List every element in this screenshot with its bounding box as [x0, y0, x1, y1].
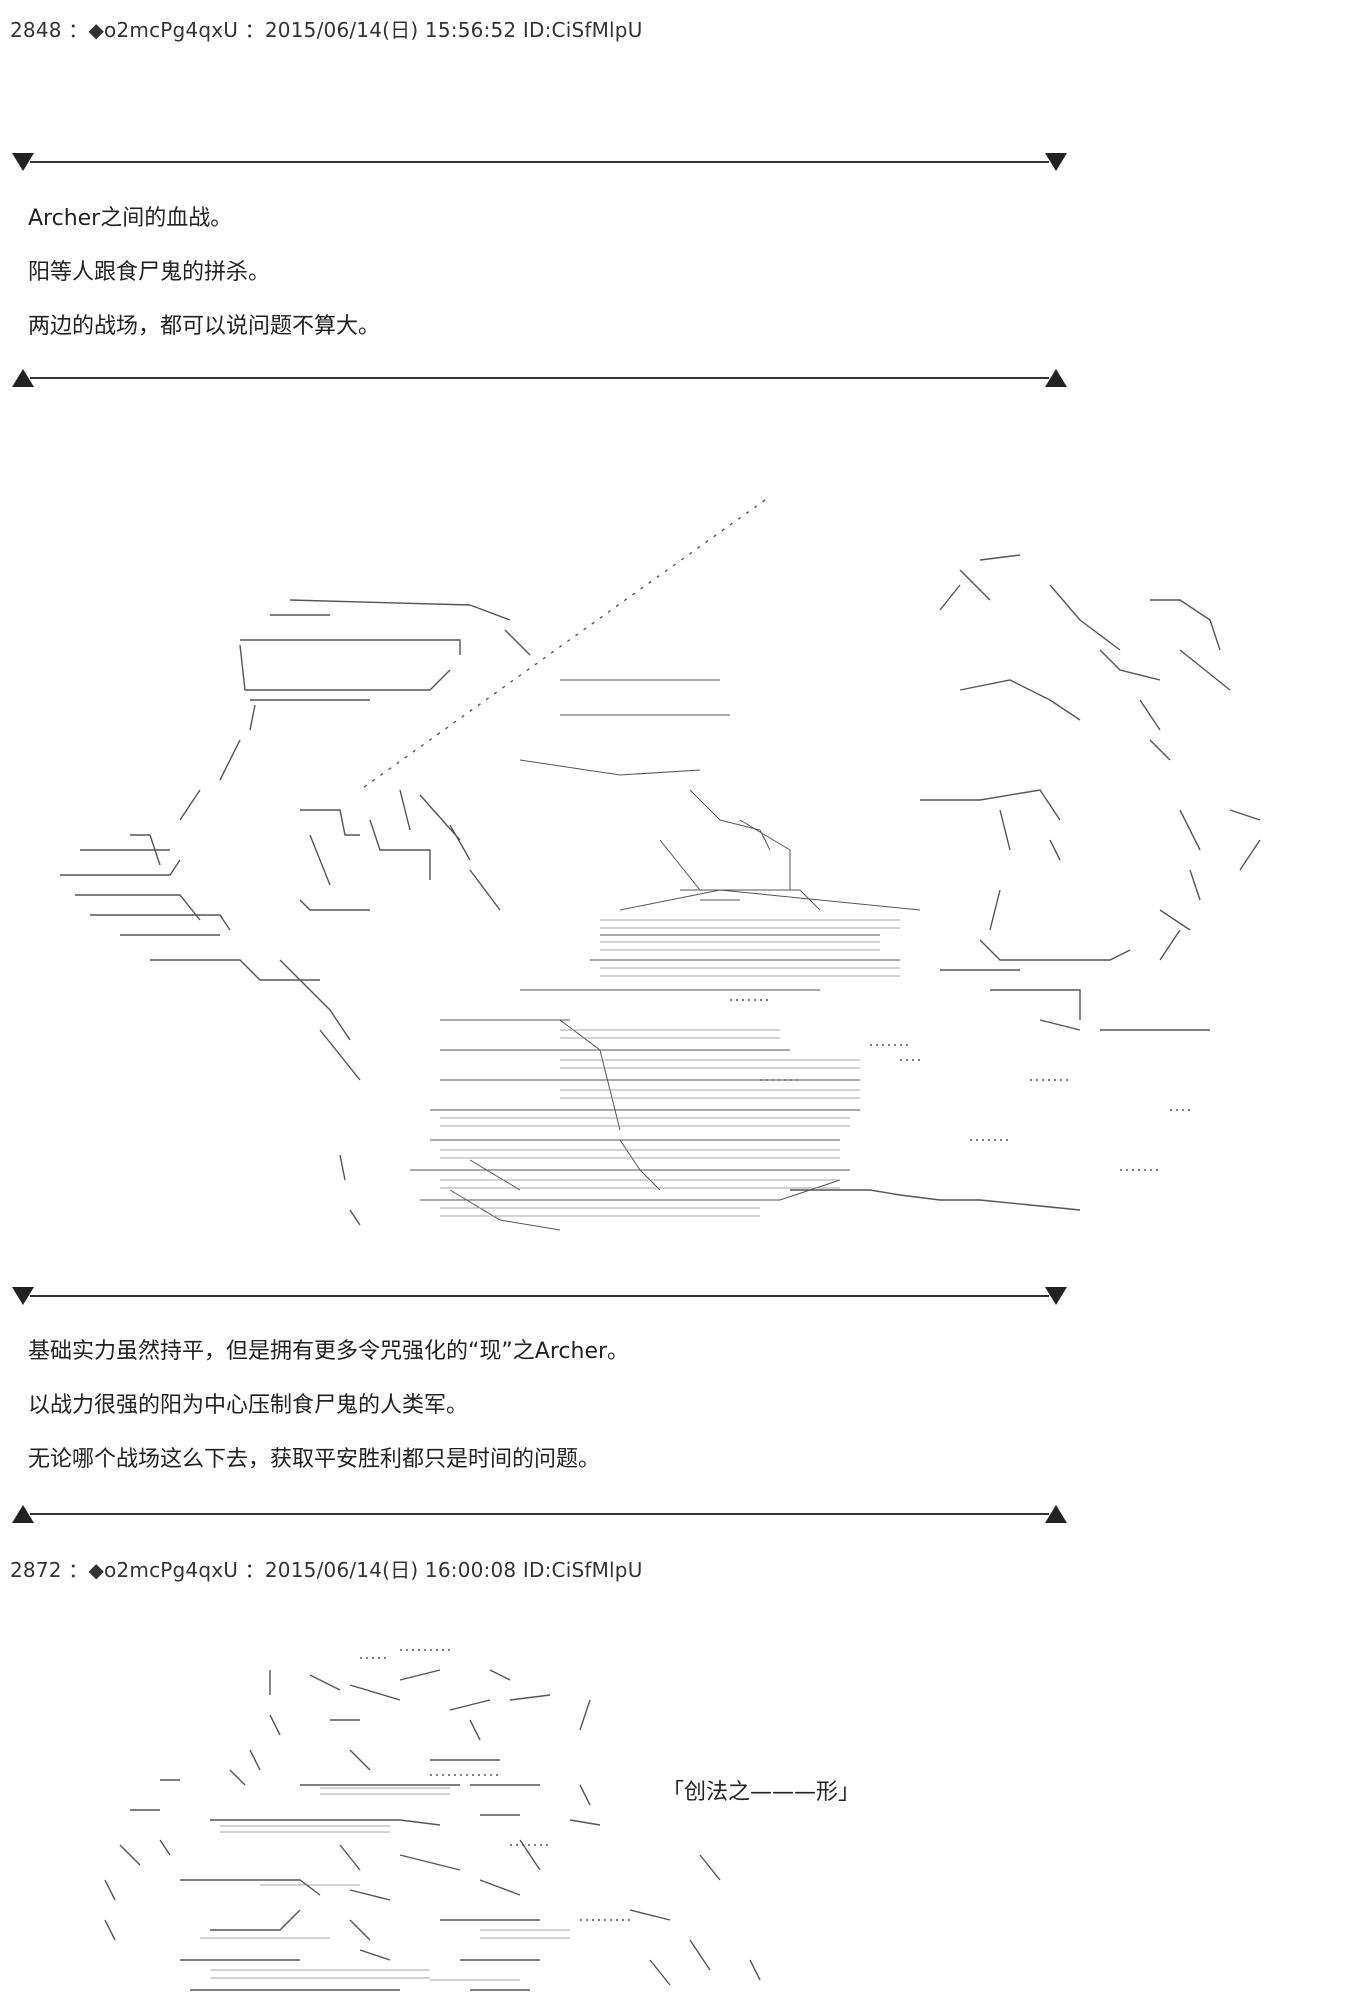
divider-line [30, 161, 1049, 163]
art-caption: 「创法之———形」 [662, 1780, 861, 1805]
narration-line: 两边的战场，都可以说问题不算大。 [28, 314, 381, 339]
section-divider [12, 150, 1067, 174]
post-header: 2848 ：◆o2mcPg4qxU ：2015/06/14(日) 15:56:5… [10, 18, 643, 42]
post-header: 2872 ：◆o2mcPg4qxU ：2015/06/14(日) 16:00:0… [10, 1558, 643, 1582]
ascii-art-figure [100, 1640, 800, 2000]
section-divider [12, 1502, 1067, 1526]
section-divider [12, 1284, 1067, 1308]
triangle-up-icon [1045, 369, 1067, 387]
narration-line: 无论哪个战场这么下去，获取平安胜利都只是时间的问题。 [28, 1447, 601, 1472]
triangle-up-icon [1045, 1505, 1067, 1523]
narration-line: 以战力很强的阳为中心压制食尸鬼的人类军。 [28, 1393, 469, 1418]
triangle-down-icon [12, 1287, 34, 1305]
narration-block: 基础实力虽然持平，但是拥有更多令咒强化的“现”之Archer。 以战力很强的阳为… [28, 1325, 629, 1487]
narration-block: Archer之间的血战。 阳等人跟食尸鬼的拼杀。 两边的战场，都可以说问题不算大… [28, 192, 380, 354]
section-divider [12, 366, 1067, 390]
divider-line [30, 1295, 1049, 1297]
ascii-art-battle [0, 490, 1300, 1250]
triangle-down-icon [1045, 153, 1067, 171]
triangle-up-icon [12, 369, 34, 387]
divider-line [30, 1513, 1049, 1515]
triangle-down-icon [12, 153, 34, 171]
narration-line: Archer之间的血战。 [28, 206, 233, 231]
divider-line [30, 377, 1049, 379]
narration-line: 基础实力虽然持平，但是拥有更多令咒强化的“现”之Archer。 [28, 1339, 630, 1364]
triangle-up-icon [12, 1505, 34, 1523]
narration-line: 阳等人跟食尸鬼的拼杀。 [28, 260, 271, 285]
triangle-down-icon [1045, 1287, 1067, 1305]
